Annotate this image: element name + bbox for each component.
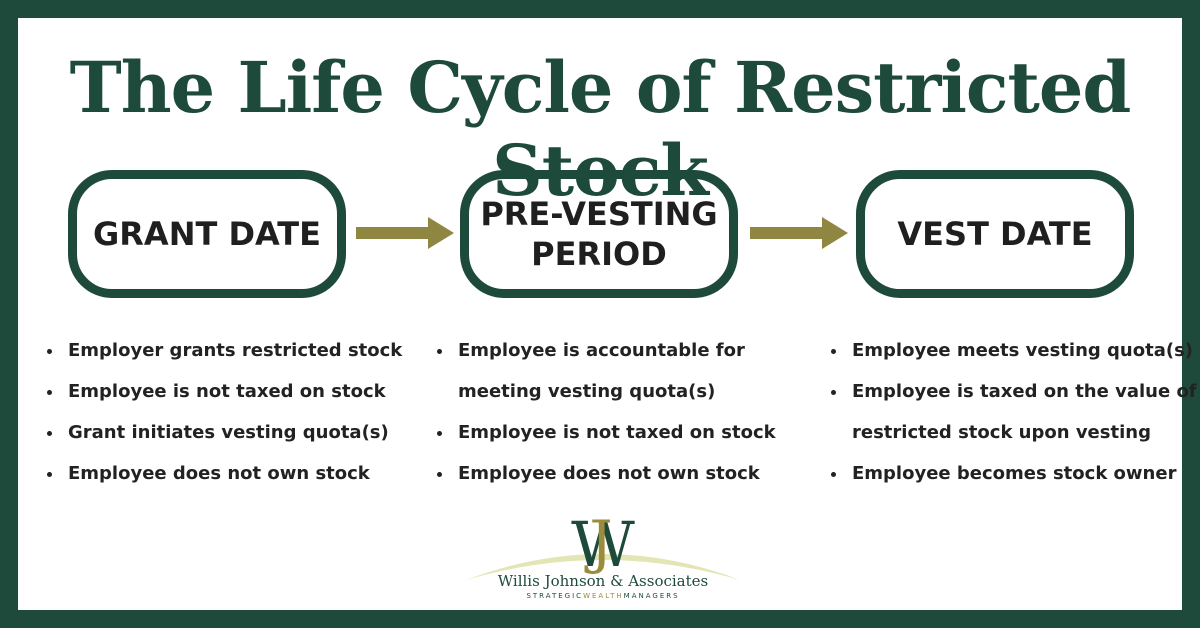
tagline-part: STRATEGIC (526, 592, 584, 600)
bullet-item: Employee is taxed on the value of restri… (848, 371, 1200, 453)
arrow-right-icon (750, 217, 848, 249)
svg-text:J: J (584, 508, 612, 576)
bullet-item: Employee is not taxed on stock (454, 412, 804, 453)
pre-vesting-bullets: Employee is accountable for meeting vest… (432, 330, 804, 494)
svg-text:W: W (571, 508, 635, 580)
bullet-item: Employee is accountable for meeting vest… (454, 330, 804, 412)
infographic-frame: The Life Cycle of Restricted Stock GRANT… (18, 18, 1197, 610)
bullet-item: Employee meets vesting quota(s) (848, 330, 1200, 371)
bullet-item: Grant initiates vesting quota(s) (64, 412, 424, 453)
company-name: Willis Johnson & Associates (497, 572, 709, 590)
stage-grant-date: GRANT DATE (68, 170, 346, 298)
stage-label-line-1: PRE-VESTING (480, 195, 718, 233)
wja-monogram-icon: W J (466, 508, 740, 580)
stage-label-line-2: PERIOD (531, 235, 667, 273)
tagline-part: MANAGERS (623, 592, 680, 600)
stage-vest-date: VEST DATE (856, 170, 1134, 298)
stage-label: PRE-VESTING PERIOD (480, 194, 717, 274)
tagline-part: WEALTH (583, 592, 624, 600)
company-tagline: STRATEGICWEALTHMANAGERS (458, 592, 748, 600)
vest-date-bullets: Employee meets vesting quota(s) Employee… (826, 330, 1200, 494)
bullet-item: Employee becomes stock owner (848, 453, 1200, 494)
grant-date-bullets: Employer grants restricted stock Employe… (42, 330, 424, 494)
company-logo: W J Willis Johnson & Associates STRATEGI… (458, 506, 748, 606)
arrow-right-icon (356, 217, 454, 249)
stage-pre-vesting-period: PRE-VESTING PERIOD (460, 170, 738, 298)
bullet-item: Employer grants restricted stock (64, 330, 424, 371)
stage-label: GRANT DATE (93, 215, 321, 253)
bullet-item: Employee is not taxed on stock (64, 371, 424, 412)
bullet-item: Employee does not own stock (64, 453, 424, 494)
bullet-item: Employee does not own stock (454, 453, 804, 494)
stage-label: VEST DATE (897, 215, 1093, 253)
